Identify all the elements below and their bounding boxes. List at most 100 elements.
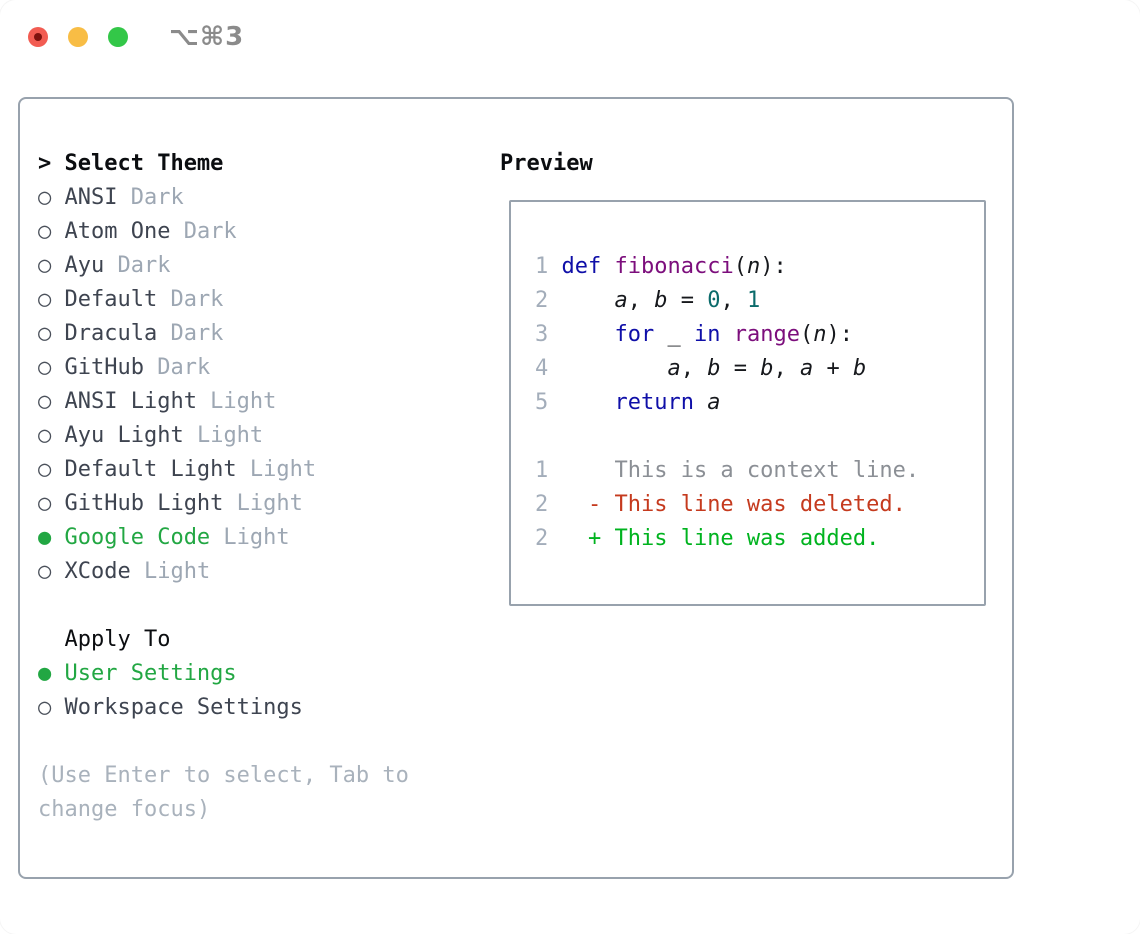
code-token-var: b [852,356,867,381]
theme-option-github[interactable]: ○ GitHub Dark [38,351,500,385]
spacer [38,589,500,623]
apply-option-label: User Settings [64,661,237,686]
code-token-var: a [799,356,814,381]
code-token-fn: fibonacci [614,254,734,279]
diff-text: + This line was added. [548,526,880,551]
theme-option-dracula[interactable]: ○Dracula Dark [38,317,500,351]
code-token-pln [562,390,615,415]
code-token-pln: ( [799,322,814,347]
theme-option-label: Default Light [64,457,237,482]
code-token-var: n [746,254,761,279]
code-token-kwd: in [693,322,721,347]
code-token-pln: ): [826,322,853,347]
minimize-button[interactable] [68,27,88,47]
radio-selected-icon: ● [38,525,52,550]
theme-option-ansi[interactable]: ○ ANSI Dark [38,181,500,215]
code-token-pln [601,254,614,279]
radio-icon: ○ [38,559,52,584]
diff-preview: 1 This is a context line. 2 - This line w… [535,454,984,556]
line-number: 4 [535,356,562,381]
apply-option-user-settings[interactable]: ● User Settings [38,657,500,691]
theme-variant-label: Light [236,457,317,482]
help-text: (Use Enter to select, Tab to change focu… [38,763,409,822]
code-token-var: n [813,322,827,347]
code-token-fn: range [733,322,800,347]
line-number: 1 [535,458,549,483]
theme-variant-label: Dark [157,321,224,346]
theme-option-default-light[interactable]: ○ Default Light Light [38,453,500,487]
code-token-pln: ( [733,254,747,279]
line-number: 5 [535,390,562,415]
zoom-button[interactable] [108,27,128,47]
radio-icon: ○ [38,321,52,346]
theme-option-label: GitHub [64,355,144,380]
theme-option-label: ANSI Light [64,389,197,414]
theme-option-default[interactable]: ○Default Dark [38,283,500,317]
select-theme-label: Select Theme [64,151,224,176]
code-token-kwd: return [614,390,694,415]
preview-header: Preview [500,151,593,176]
code-token-pln: _ [654,322,694,347]
theme-option-ansi-light[interactable]: ○ANSI Light Light [38,385,500,419]
theme-list-column: >Select Theme ○ANSI Dark○Atom One Dark○A… [38,147,500,877]
theme-option-label: Ayu Light [64,423,184,448]
radio-icon: ○ [38,355,52,380]
code-token-pln [562,356,668,381]
code-token-pln: = [720,356,761,381]
code-token-pln [694,390,707,415]
code-token-var: b [654,288,668,313]
radio-icon: ○ [38,185,52,210]
theme-variant-label: Light [196,389,277,414]
line-number: 2 [535,288,562,313]
code-token-var: a [614,288,628,313]
theme-variant-label: Light [223,491,303,516]
theme-option-label: ANSI [64,185,118,210]
code-line: 4 a, b = b, a + b [535,352,984,386]
line-number: 2 [535,526,549,551]
theme-option-xcode[interactable]: ○XCode Light [38,555,500,589]
radio-icon: ○ [38,491,52,516]
radio-icon: ○ [38,253,52,278]
diff-text: - This line was deleted. [548,492,906,517]
code-token-num: 0 [707,288,721,313]
apply-to-list: ● User Settings ○Workspace Settings [38,657,500,725]
theme-option-github-light[interactable]: ○ GitHub Light Light [38,487,500,521]
code-token-kwd: def [561,254,602,279]
theme-option-label: Google Code [64,525,211,550]
theme-option-label: Ayu [64,253,105,278]
code-token-pln [562,288,615,313]
line-number: 3 [535,322,562,347]
theme-option-ayu-light[interactable]: ○Ayu Light Light [38,419,500,453]
theme-option-google-code[interactable]: ●Google Code Light [38,521,500,555]
theme-variant-label: Light [183,423,264,448]
code-token-var: a [667,356,681,381]
code-token-var: b [707,356,721,381]
apply-to-header: Apply To [64,627,171,652]
code-line: 1 def fibonacci(n): [535,250,984,284]
theme-variant-label: Dark [143,355,211,380]
code-token-pln [562,322,615,347]
theme-option-label: GitHub Light [64,491,224,516]
apply-option-workspace-settings[interactable]: ○Workspace Settings [38,691,500,725]
theme-variant-label: Dark [157,287,224,312]
radio-icon: ○ [38,457,52,482]
theme-option-label: XCode [64,559,131,584]
theme-option-label: Atom One [64,219,171,244]
diff-line-added: 2 + This line was added. [535,522,984,556]
radio-selected-icon: ● [38,661,52,686]
select-theme-header: >Select Theme [38,147,500,181]
code-token-pln: , [680,356,708,381]
theme-variant-label: Dark [117,185,184,210]
preview-column: Preview 1 def fibonacci(n):2 a, b = 0, 1… [500,147,1012,877]
code-token-pln: , [773,356,800,381]
close-button[interactable] [28,27,48,47]
radio-icon: ○ [38,287,52,312]
code-line: 5 return a [535,386,984,420]
close-dot-icon [34,33,42,41]
apply-option-label: Workspace Settings [64,695,303,720]
diff-line-context: 1 This is a context line. [535,454,984,488]
theme-option-atom-one[interactable]: ○Atom One Dark [38,215,500,249]
theme-option-ayu[interactable]: ○Ayu Dark [38,249,500,283]
